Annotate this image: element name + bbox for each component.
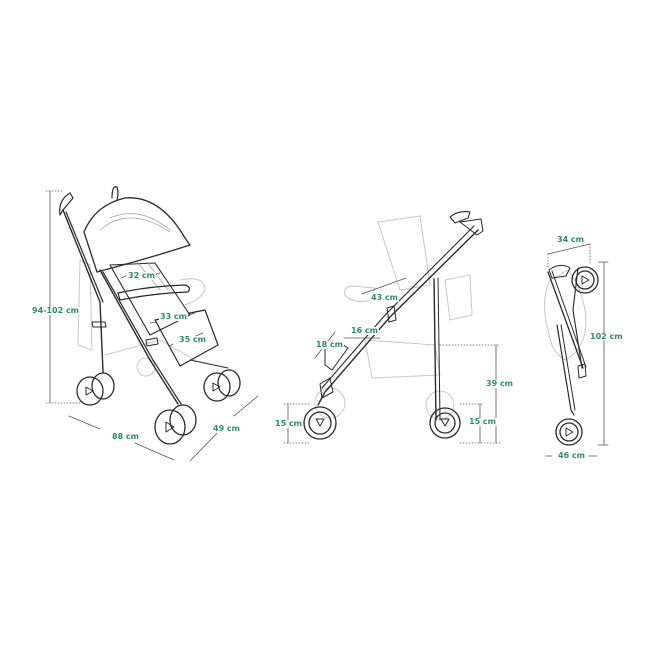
length-label: 88 cm [111, 432, 140, 441]
seat-back-width-label: 32 cm [127, 271, 156, 280]
side-view-stroller [283, 211, 501, 444]
folded-depth-label: 34 cm [556, 235, 585, 244]
folded-width-label: 46 cm [557, 451, 586, 460]
folded-height-label: 102 cm [589, 332, 624, 341]
seat-width-label: 33 cm [159, 312, 188, 321]
front-view-stroller [45, 186, 259, 462]
seat-depth-label: 16 cm [350, 326, 379, 335]
backrest-height-label: 43 cm [370, 293, 399, 302]
height-label: 94-102 cm [31, 306, 81, 315]
width-label: 49 cm [212, 424, 241, 433]
front-wheel-label: 15 cm [274, 419, 303, 428]
seat-height-label: 39 cm [485, 379, 514, 388]
folded-view-stroller [544, 243, 609, 457]
rear-wheel-label: 15 cm [468, 417, 497, 426]
legrest-length-label: 18 cm [315, 340, 344, 349]
footrest-width-label: 35 cm [178, 335, 207, 344]
